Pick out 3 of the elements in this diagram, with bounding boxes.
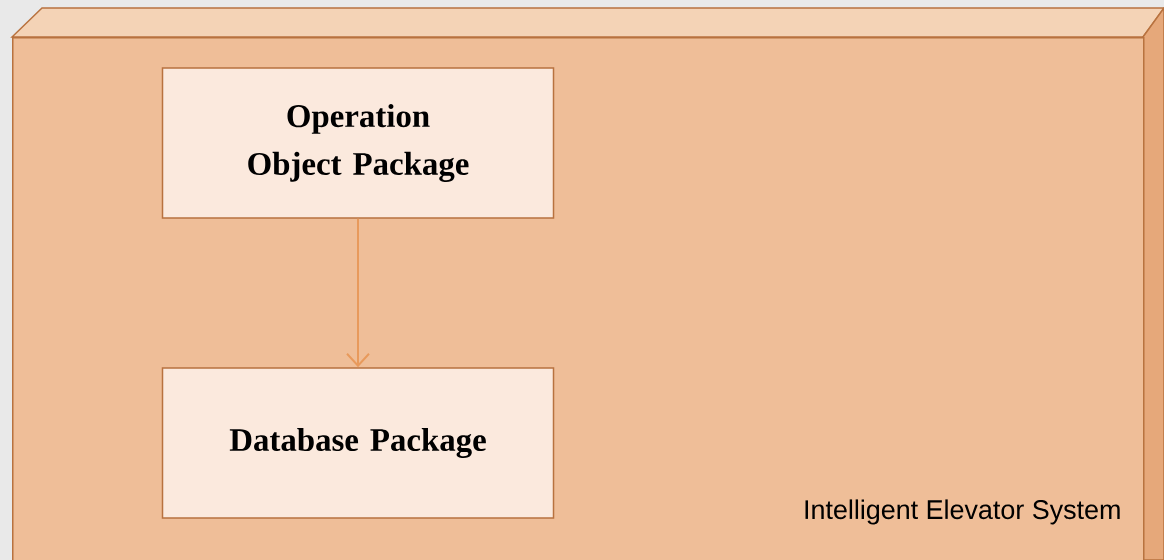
package-box: Operation Object Package (161, 67, 555, 219)
package-box: Database Package (161, 367, 555, 519)
arrow (346, 217, 370, 368)
